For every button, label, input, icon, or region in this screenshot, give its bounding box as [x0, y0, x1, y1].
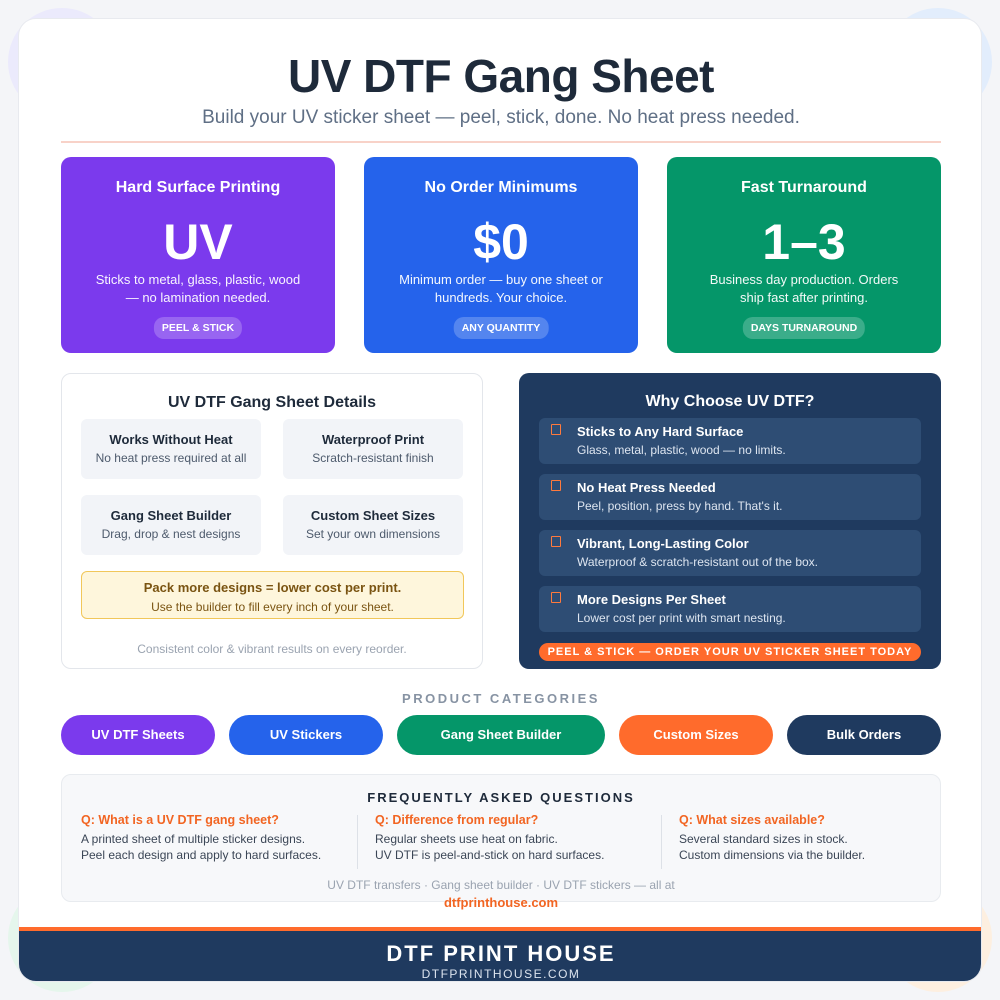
checkbox-icon — [551, 424, 561, 435]
stat-card-badge: DAYS TURNAROUND — [742, 317, 866, 339]
stat-card-badge: ANY QUANTITY — [453, 317, 549, 339]
why-item-subtitle: Waterproof & scratch-resistant out of th… — [577, 555, 818, 569]
savings-callout: Pack more designs = lower cost per print… — [81, 571, 464, 619]
footer-url[interactable]: DTFPRINTHOUSE.COM — [421, 967, 581, 981]
stat-card-value: 1–3 — [762, 214, 846, 270]
why-choose-card: Why Choose UV DTF? Sticks to Any Hard Su… — [519, 373, 941, 669]
faq-answer-line: Custom dimensions via the builder. — [679, 848, 866, 862]
feature-subtitle: Set your own dimensions — [305, 527, 441, 541]
feature-title: Gang Sheet Builder — [110, 508, 232, 523]
why-item-title: Sticks to Any Hard Surface — [577, 424, 744, 439]
stat-card-turnaround: Fast Turnaround 1–3 Business day product… — [667, 157, 941, 353]
feature-subtitle: Drag, drop & nest designs — [101, 527, 241, 541]
page-subtitle: Build your UV sticker sheet — peel, stic… — [202, 107, 800, 128]
why-item-subtitle: Glass, metal, plastic, wood — no limits. — [577, 443, 786, 457]
faq-answer-line: UV DTF is peel-and-stick on hard surface… — [375, 848, 605, 862]
why-item-title: More Designs Per Sheet — [577, 592, 726, 607]
faq-item: Q: Difference from regular? Regular shee… — [375, 813, 655, 863]
why-title: Why Choose UV DTF? — [645, 393, 815, 410]
faq-answer-line: Peel each design and apply to hard surfa… — [81, 848, 322, 862]
why-item-subtitle: Peel, position, press by hand. That's it… — [577, 499, 783, 513]
category-custom-sizes[interactable]: Custom Sizes — [619, 715, 773, 755]
stat-card-title: Fast Turnaround — [741, 179, 867, 196]
order-cta-button[interactable]: PEEL & STICK — ORDER YOUR UV STICKER SHE… — [539, 643, 921, 661]
checkbox-icon — [551, 536, 561, 547]
why-item: Vibrant, Long-Lasting Color Waterproof &… — [539, 530, 921, 576]
faq-footer-text: UV DTF transfers · Gang sheet builder · … — [327, 878, 675, 892]
faq-question: Q: Difference from regular? — [375, 813, 539, 827]
faq-divider — [661, 815, 662, 869]
feature-title: Custom Sheet Sizes — [310, 508, 436, 523]
categories-heading: PRODUCT CATEGORIES — [402, 691, 600, 706]
why-item-title: No Heat Press Needed — [577, 480, 716, 495]
why-item: No Heat Press Needed Peel, position, pre… — [539, 474, 921, 520]
website-link[interactable]: dtfprinthouse.com — [443, 895, 559, 910]
details-card: UV DTF Gang Sheet Details Works Without … — [61, 373, 483, 669]
faq-answer: Several standard sizes in stock. Custom … — [679, 831, 959, 863]
faq-question: Q: What is a UV DTF gang sheet? — [81, 813, 279, 827]
category-uv-stickers[interactable]: UV Stickers — [229, 715, 383, 755]
footer-bar: DTF PRINT HOUSE DTFPRINTHOUSE.COM — [19, 927, 981, 981]
faq-answer-line: Regular sheets use heat on fabric. — [375, 832, 558, 846]
faq-answer: A printed sheet of multiple sticker desi… — [81, 831, 361, 863]
category-uv-dtf-sheets[interactable]: UV DTF Sheets — [61, 715, 215, 755]
callout-subtitle: Use the builder to fill every inch of yo… — [151, 600, 394, 614]
stat-card-title: Hard Surface Printing — [115, 179, 281, 196]
stat-card-title: No Order Minimums — [424, 179, 578, 196]
why-item-subtitle: Lower cost per print with smart nesting. — [577, 611, 786, 625]
stat-card-description: Business day production. Orders ship fas… — [709, 272, 899, 305]
why-item: Sticks to Any Hard Surface Glass, metal,… — [539, 418, 921, 464]
feature-box: Waterproof Print Scratch-resistant finis… — [283, 419, 463, 479]
stat-card-description: Sticks to metal, glass, plastic, wood — … — [95, 272, 301, 305]
feature-title: Works Without Heat — [109, 432, 233, 447]
callout-title: Pack more designs = lower cost per print… — [143, 580, 402, 595]
checkbox-icon — [551, 592, 561, 603]
category-bulk-orders[interactable]: Bulk Orders — [787, 715, 941, 755]
faq-card: FREQUENTLY ASKED QUESTIONS Q: What is a … — [61, 774, 941, 902]
footer-brand: DTF PRINT HOUSE — [386, 941, 616, 966]
why-item: More Designs Per Sheet Lower cost per pr… — [539, 586, 921, 632]
faq-answer-line: Several standard sizes in stock. — [679, 832, 848, 846]
why-item-title: Vibrant, Long-Lasting Color — [577, 536, 749, 551]
page-title: UV DTF Gang Sheet — [288, 50, 714, 102]
stat-card-badge: PEEL & STICK — [153, 317, 243, 339]
stat-card-uv: Hard Surface Printing UV Sticks to metal… — [61, 157, 335, 353]
feature-title: Waterproof Print — [321, 432, 425, 447]
details-footer-note: Consistent color & vibrant results on ev… — [137, 642, 407, 656]
faq-divider — [357, 815, 358, 869]
stat-card-value: $0 — [473, 214, 529, 270]
faq-item: Q: What is a UV DTF gang sheet? A printe… — [81, 813, 361, 863]
faq-answer-line: A printed sheet of multiple sticker desi… — [81, 832, 306, 846]
feature-box: Works Without Heat No heat press require… — [81, 419, 261, 479]
feature-subtitle: No heat press required at all — [95, 451, 247, 465]
stat-card-value: UV — [163, 214, 233, 270]
details-title: UV DTF Gang Sheet Details — [167, 394, 377, 411]
faq-answer: Regular sheets use heat on fabric. UV DT… — [375, 831, 655, 863]
feature-box: Gang Sheet Builder Drag, drop & nest des… — [81, 495, 261, 555]
feature-box: Custom Sheet Sizes Set your own dimensio… — [283, 495, 463, 555]
poster-frame: UV DTF Gang Sheet Build your UV sticker … — [18, 18, 982, 982]
stat-card-minimums: No Order Minimums $0 Minimum order — buy… — [364, 157, 638, 353]
category-gang-sheet-builder[interactable]: Gang Sheet Builder — [397, 715, 605, 755]
stat-card-description: Minimum order — buy one sheet or hundred… — [399, 272, 603, 305]
title-divider — [61, 141, 941, 143]
faq-title: FREQUENTLY ASKED QUESTIONS — [367, 790, 635, 805]
checkbox-icon — [551, 480, 561, 491]
faq-item: Q: What sizes available? Several standar… — [679, 813, 959, 863]
feature-subtitle: Scratch-resistant finish — [312, 451, 434, 465]
faq-question: Q: What sizes available? — [679, 813, 825, 827]
